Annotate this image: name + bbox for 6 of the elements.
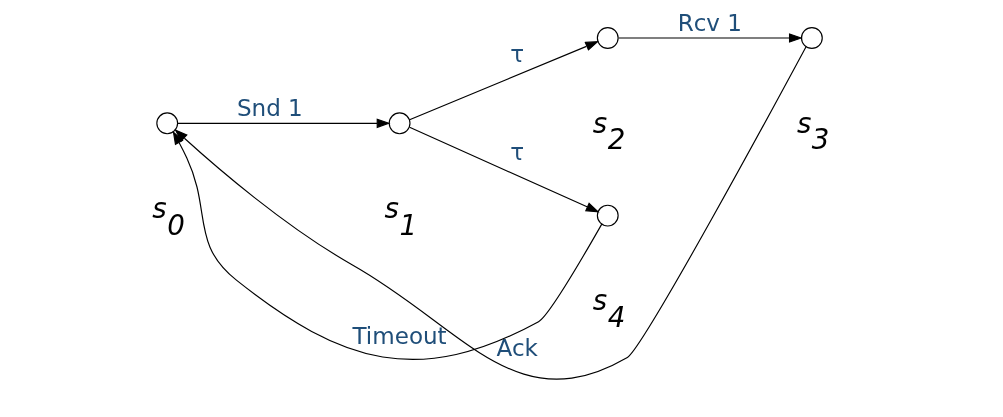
edge-label: Ack [496,335,538,362]
edge-label: τ [509,139,524,166]
edge-label: Rcv 1 [677,10,742,37]
edge-label: Snd 1 [236,95,303,122]
edge-label: Timeout [352,322,447,349]
edge-label: τ [509,41,524,68]
